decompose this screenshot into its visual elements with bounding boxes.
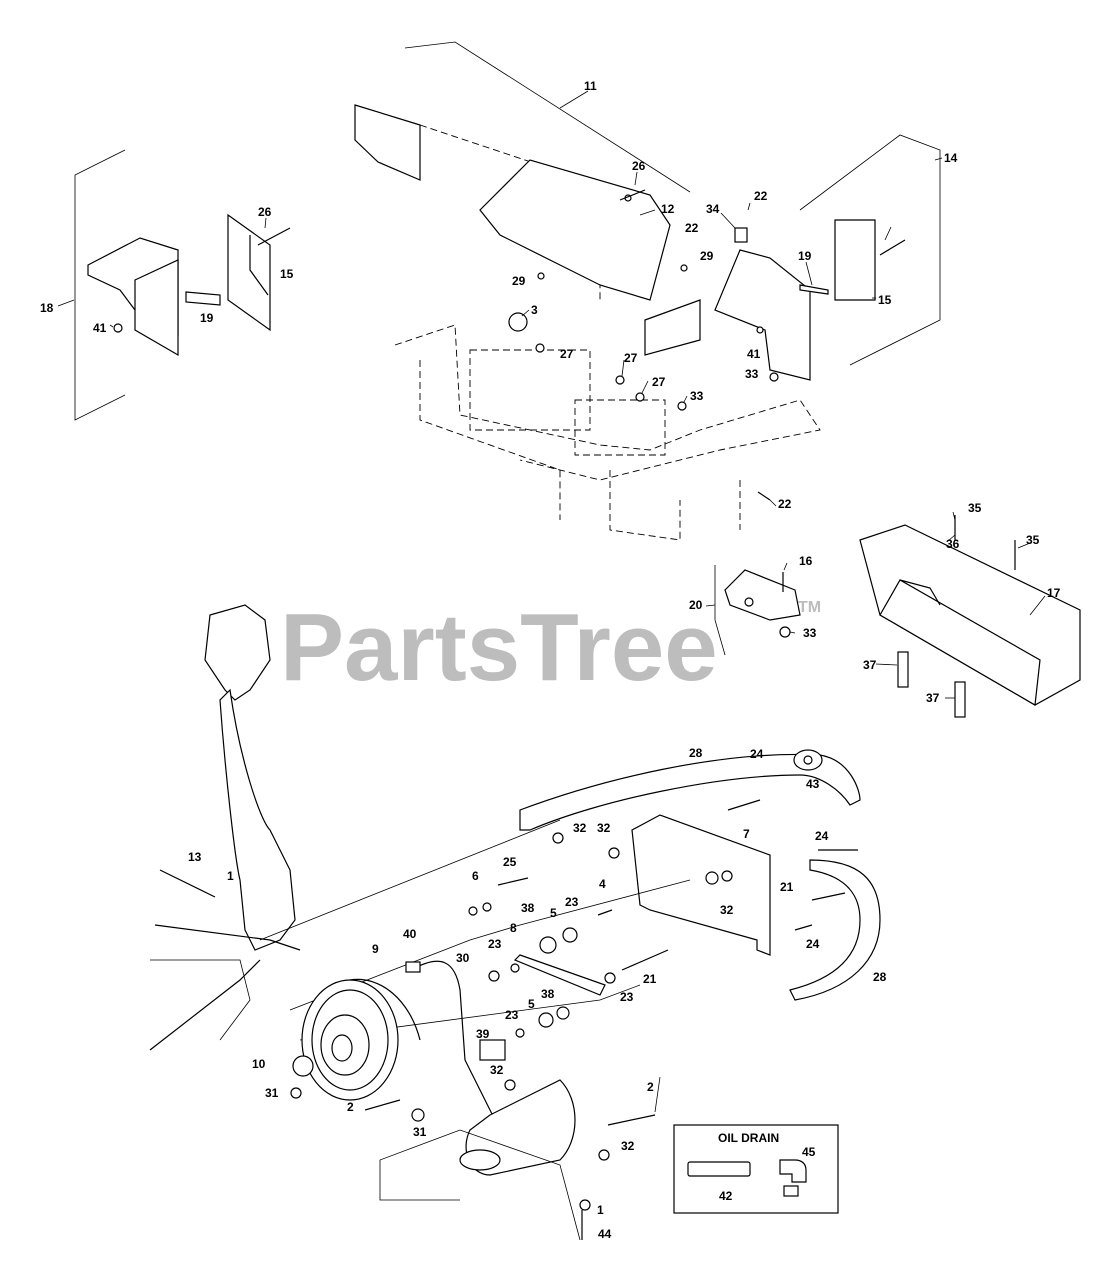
callout-26: 26: [632, 159, 646, 173]
callout-2: 2: [647, 1080, 654, 1094]
drain-pipe: [687, 1161, 751, 1177]
callout-13: 13: [188, 850, 202, 864]
oil-drain-inset: OIL DRAIN: [673, 1124, 839, 1214]
callout-40: 40: [403, 927, 417, 941]
callout-35: 35: [968, 501, 982, 515]
callout-35: 35: [1026, 533, 1040, 547]
callout-23: 23: [620, 990, 634, 1004]
callout-33: 33: [690, 389, 704, 403]
callout-23: 23: [488, 937, 502, 951]
callout-20: 20: [689, 598, 703, 612]
callout-25: 25: [503, 855, 517, 869]
watermark-text: PartsTree: [280, 594, 718, 701]
callout-24: 24: [806, 937, 820, 951]
callout-34: 34: [706, 202, 720, 216]
drain-plug: [783, 1185, 799, 1197]
callout-27: 27: [652, 375, 666, 389]
callout-6: 6: [472, 869, 479, 883]
callout-7: 7: [743, 827, 750, 841]
watermark: PartsTree TM: [280, 594, 821, 701]
callout-29: 29: [512, 274, 526, 288]
callout-labels: 11 14 18 26 12 34 22 22 29 29 15 19 26 1…: [40, 79, 1061, 1241]
callout-4: 4: [599, 877, 606, 891]
callout-32: 32: [597, 821, 611, 835]
callout-9: 9: [372, 942, 379, 956]
callout-1: 1: [597, 1203, 604, 1217]
callout-43: 43: [806, 777, 820, 791]
callout-19: 19: [200, 311, 214, 325]
callout-22: 22: [778, 497, 792, 511]
callout-16: 16: [799, 554, 813, 568]
callout-22: 22: [685, 221, 699, 235]
oil-drain-title: OIL DRAIN: [718, 1131, 779, 1145]
callout-21: 21: [643, 972, 657, 986]
callout-23: 23: [565, 895, 579, 909]
callout-8: 8: [510, 921, 517, 935]
callout-26: 26: [258, 205, 272, 219]
callout-27: 27: [560, 347, 574, 361]
callout-33: 33: [745, 367, 759, 381]
bracket-20: [714, 565, 801, 656]
callout-27: 27: [624, 351, 638, 365]
callout-15: 15: [878, 293, 892, 307]
callout-37: 37: [926, 691, 940, 705]
callout-41: 41: [747, 347, 761, 361]
callout-21: 21: [780, 880, 794, 894]
leader-lines: [57, 90, 1046, 1113]
callout-29: 29: [700, 249, 714, 263]
callout-41: 41: [93, 321, 107, 335]
heat-shield-assembly: [859, 515, 1081, 718]
callout-31: 31: [413, 1125, 427, 1139]
watermark-tm: TM: [798, 599, 821, 616]
callout-12: 12: [661, 202, 675, 216]
callout-30: 30: [456, 951, 470, 965]
drain-elbow: [779, 1159, 807, 1183]
callout-32: 32: [490, 1063, 504, 1077]
callout-14: 14: [944, 151, 958, 165]
callout-38: 38: [541, 987, 555, 1001]
callout-42: 42: [719, 1189, 733, 1203]
callout-32: 32: [621, 1139, 635, 1153]
callout-23: 23: [505, 1008, 519, 1022]
callout-10: 10: [252, 1057, 266, 1071]
callout-28: 28: [689, 746, 703, 760]
callout-24: 24: [750, 747, 764, 761]
clutch-assembly: [259, 749, 881, 1241]
callout-44: 44: [598, 1227, 612, 1241]
callout-3: 3: [531, 303, 538, 317]
callout-5: 5: [550, 906, 557, 920]
callout-18: 18: [40, 301, 54, 315]
callout-45: 45: [802, 1145, 816, 1159]
callout-1: 1: [227, 869, 234, 883]
callout-11: 11: [584, 79, 597, 93]
callout-17: 17: [1047, 586, 1061, 600]
callout-2: 2: [347, 1100, 354, 1114]
callout-5: 5: [528, 997, 535, 1011]
upper-center-assembly: [354, 41, 941, 541]
callout-24: 24: [815, 829, 829, 843]
callout-31: 31: [265, 1086, 279, 1100]
callout-28: 28: [873, 970, 887, 984]
left-bracket-assembly: [74, 149, 291, 421]
callout-36: 36: [946, 537, 960, 551]
callout-19: 19: [798, 249, 812, 263]
callout-22: 22: [754, 189, 768, 203]
callout-39: 39: [476, 1027, 490, 1041]
callout-33: 33: [803, 626, 817, 640]
callout-32: 32: [573, 821, 587, 835]
callout-37: 37: [863, 658, 877, 672]
callout-32: 32: [720, 903, 734, 917]
lever-arm: [149, 604, 301, 1051]
callout-38: 38: [521, 901, 535, 915]
callout-15: 15: [280, 267, 294, 281]
